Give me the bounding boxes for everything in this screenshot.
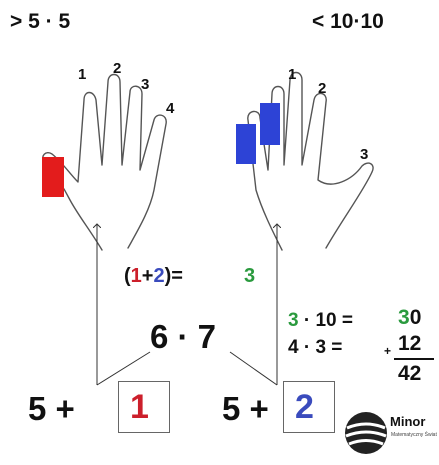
close-equals: )= bbox=[164, 265, 183, 287]
right-hand-drawing bbox=[247, 71, 374, 251]
logo-name: Minor bbox=[390, 414, 426, 429]
calc-row1-result: 30 bbox=[398, 306, 421, 330]
left-finger-4-label: 4 bbox=[166, 100, 175, 117]
left-finger-3-label: 3 bbox=[141, 76, 150, 93]
calc-row1-result-zero: 0 bbox=[409, 306, 422, 329]
left-finger-1-label: 1 bbox=[78, 66, 87, 83]
calc-row2-result: 12 bbox=[398, 332, 422, 355]
bottom-right-expression: 5 + bbox=[222, 390, 269, 427]
bottom-right-box-value: 2 bbox=[295, 388, 314, 426]
bottom-left-box-value: 1 bbox=[130, 388, 149, 426]
sum-equation: (1+2)= bbox=[124, 265, 183, 288]
bottom-left-expression: 5 + bbox=[28, 390, 75, 427]
open-paren: ( bbox=[124, 265, 131, 287]
bottom-left-box bbox=[118, 381, 170, 433]
calc-row1-tens: 3 bbox=[288, 310, 299, 331]
logo-tagline: Matematyczny Świat bbox=[391, 432, 437, 438]
right-hand-blue-marker-1 bbox=[236, 124, 256, 164]
right-hand-blue-marker-2 bbox=[260, 103, 280, 145]
right-finger-3-label: 3 bbox=[360, 146, 369, 163]
minor-logo-icon bbox=[345, 412, 387, 454]
calc-sum-line bbox=[394, 358, 434, 360]
product-expression: 6 · 7 bbox=[150, 318, 217, 355]
calc-total: 42 bbox=[398, 362, 422, 385]
calc-row-2: 4 · 3 = bbox=[288, 337, 343, 358]
left-hand-red-marker bbox=[42, 157, 64, 197]
right-finger-2-label: 2 bbox=[318, 80, 327, 97]
calc-row1-result-digit: 3 bbox=[398, 306, 410, 329]
left-finger-2-label: 2 bbox=[113, 60, 122, 77]
sum-result: 3 bbox=[244, 265, 256, 287]
right-finger-1-label: 1 bbox=[288, 66, 297, 83]
sum-term-a: 1 bbox=[130, 265, 142, 287]
calc-row-1: 3 · 10 = bbox=[288, 310, 353, 332]
left-rule: > 5 · 5 bbox=[10, 10, 71, 33]
sum-term-b: 2 bbox=[153, 265, 165, 287]
calc-row1-times: · 10 = bbox=[298, 310, 353, 331]
bottom-right-box bbox=[283, 381, 335, 433]
calc-plus-sign: + bbox=[384, 344, 392, 358]
right-rule: < 10·10 bbox=[312, 10, 384, 33]
sum-plus: + bbox=[141, 265, 154, 287]
